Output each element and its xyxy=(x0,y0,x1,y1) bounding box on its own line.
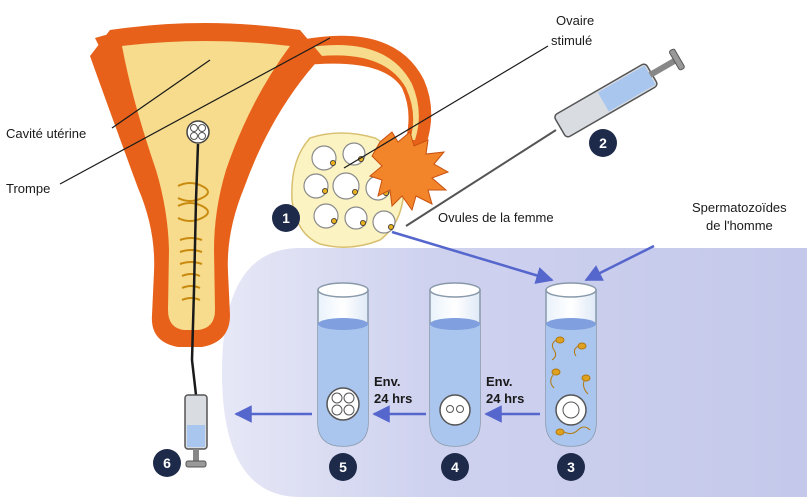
step-badge-4: 4 xyxy=(441,453,469,481)
step-badge-5: 5 xyxy=(329,453,357,481)
label-ovules: Ovules de la femme xyxy=(438,210,554,225)
label-env-b: Env. xyxy=(486,374,513,389)
label-de-l-homme: de l'homme xyxy=(706,218,773,233)
lab-panel xyxy=(222,248,807,497)
label-ovaire: Ovaire xyxy=(556,13,594,28)
label-trompe: Trompe xyxy=(6,181,50,196)
step-badge-6: 6 xyxy=(153,449,181,477)
step-badge-3: 3 xyxy=(557,453,585,481)
tube-5 xyxy=(318,283,368,446)
step-badge-2: 2 xyxy=(589,129,617,157)
step-number-5: 5 xyxy=(339,459,347,475)
step-number-6: 6 xyxy=(163,455,171,471)
syringe-6 xyxy=(185,395,207,467)
step-badge-1: 1 xyxy=(272,204,300,232)
tube-3 xyxy=(546,283,596,446)
tube-4 xyxy=(430,283,480,446)
step-number-2: 2 xyxy=(599,135,607,151)
label-spermatozoides: Spermatozoïdes xyxy=(692,200,787,215)
label-24hrs-a: 24 hrs xyxy=(374,391,412,406)
syringe-2 xyxy=(406,47,686,226)
label-stimule: stimulé xyxy=(551,33,592,48)
label-24hrs-b: 24 hrs xyxy=(486,391,524,406)
step-number-4: 4 xyxy=(451,459,459,475)
label-env-a: Env. xyxy=(374,374,401,389)
step-number-3: 3 xyxy=(567,459,575,475)
label-cavite-uterine: Cavité utérine xyxy=(6,126,86,141)
step-number-1: 1 xyxy=(282,210,290,226)
